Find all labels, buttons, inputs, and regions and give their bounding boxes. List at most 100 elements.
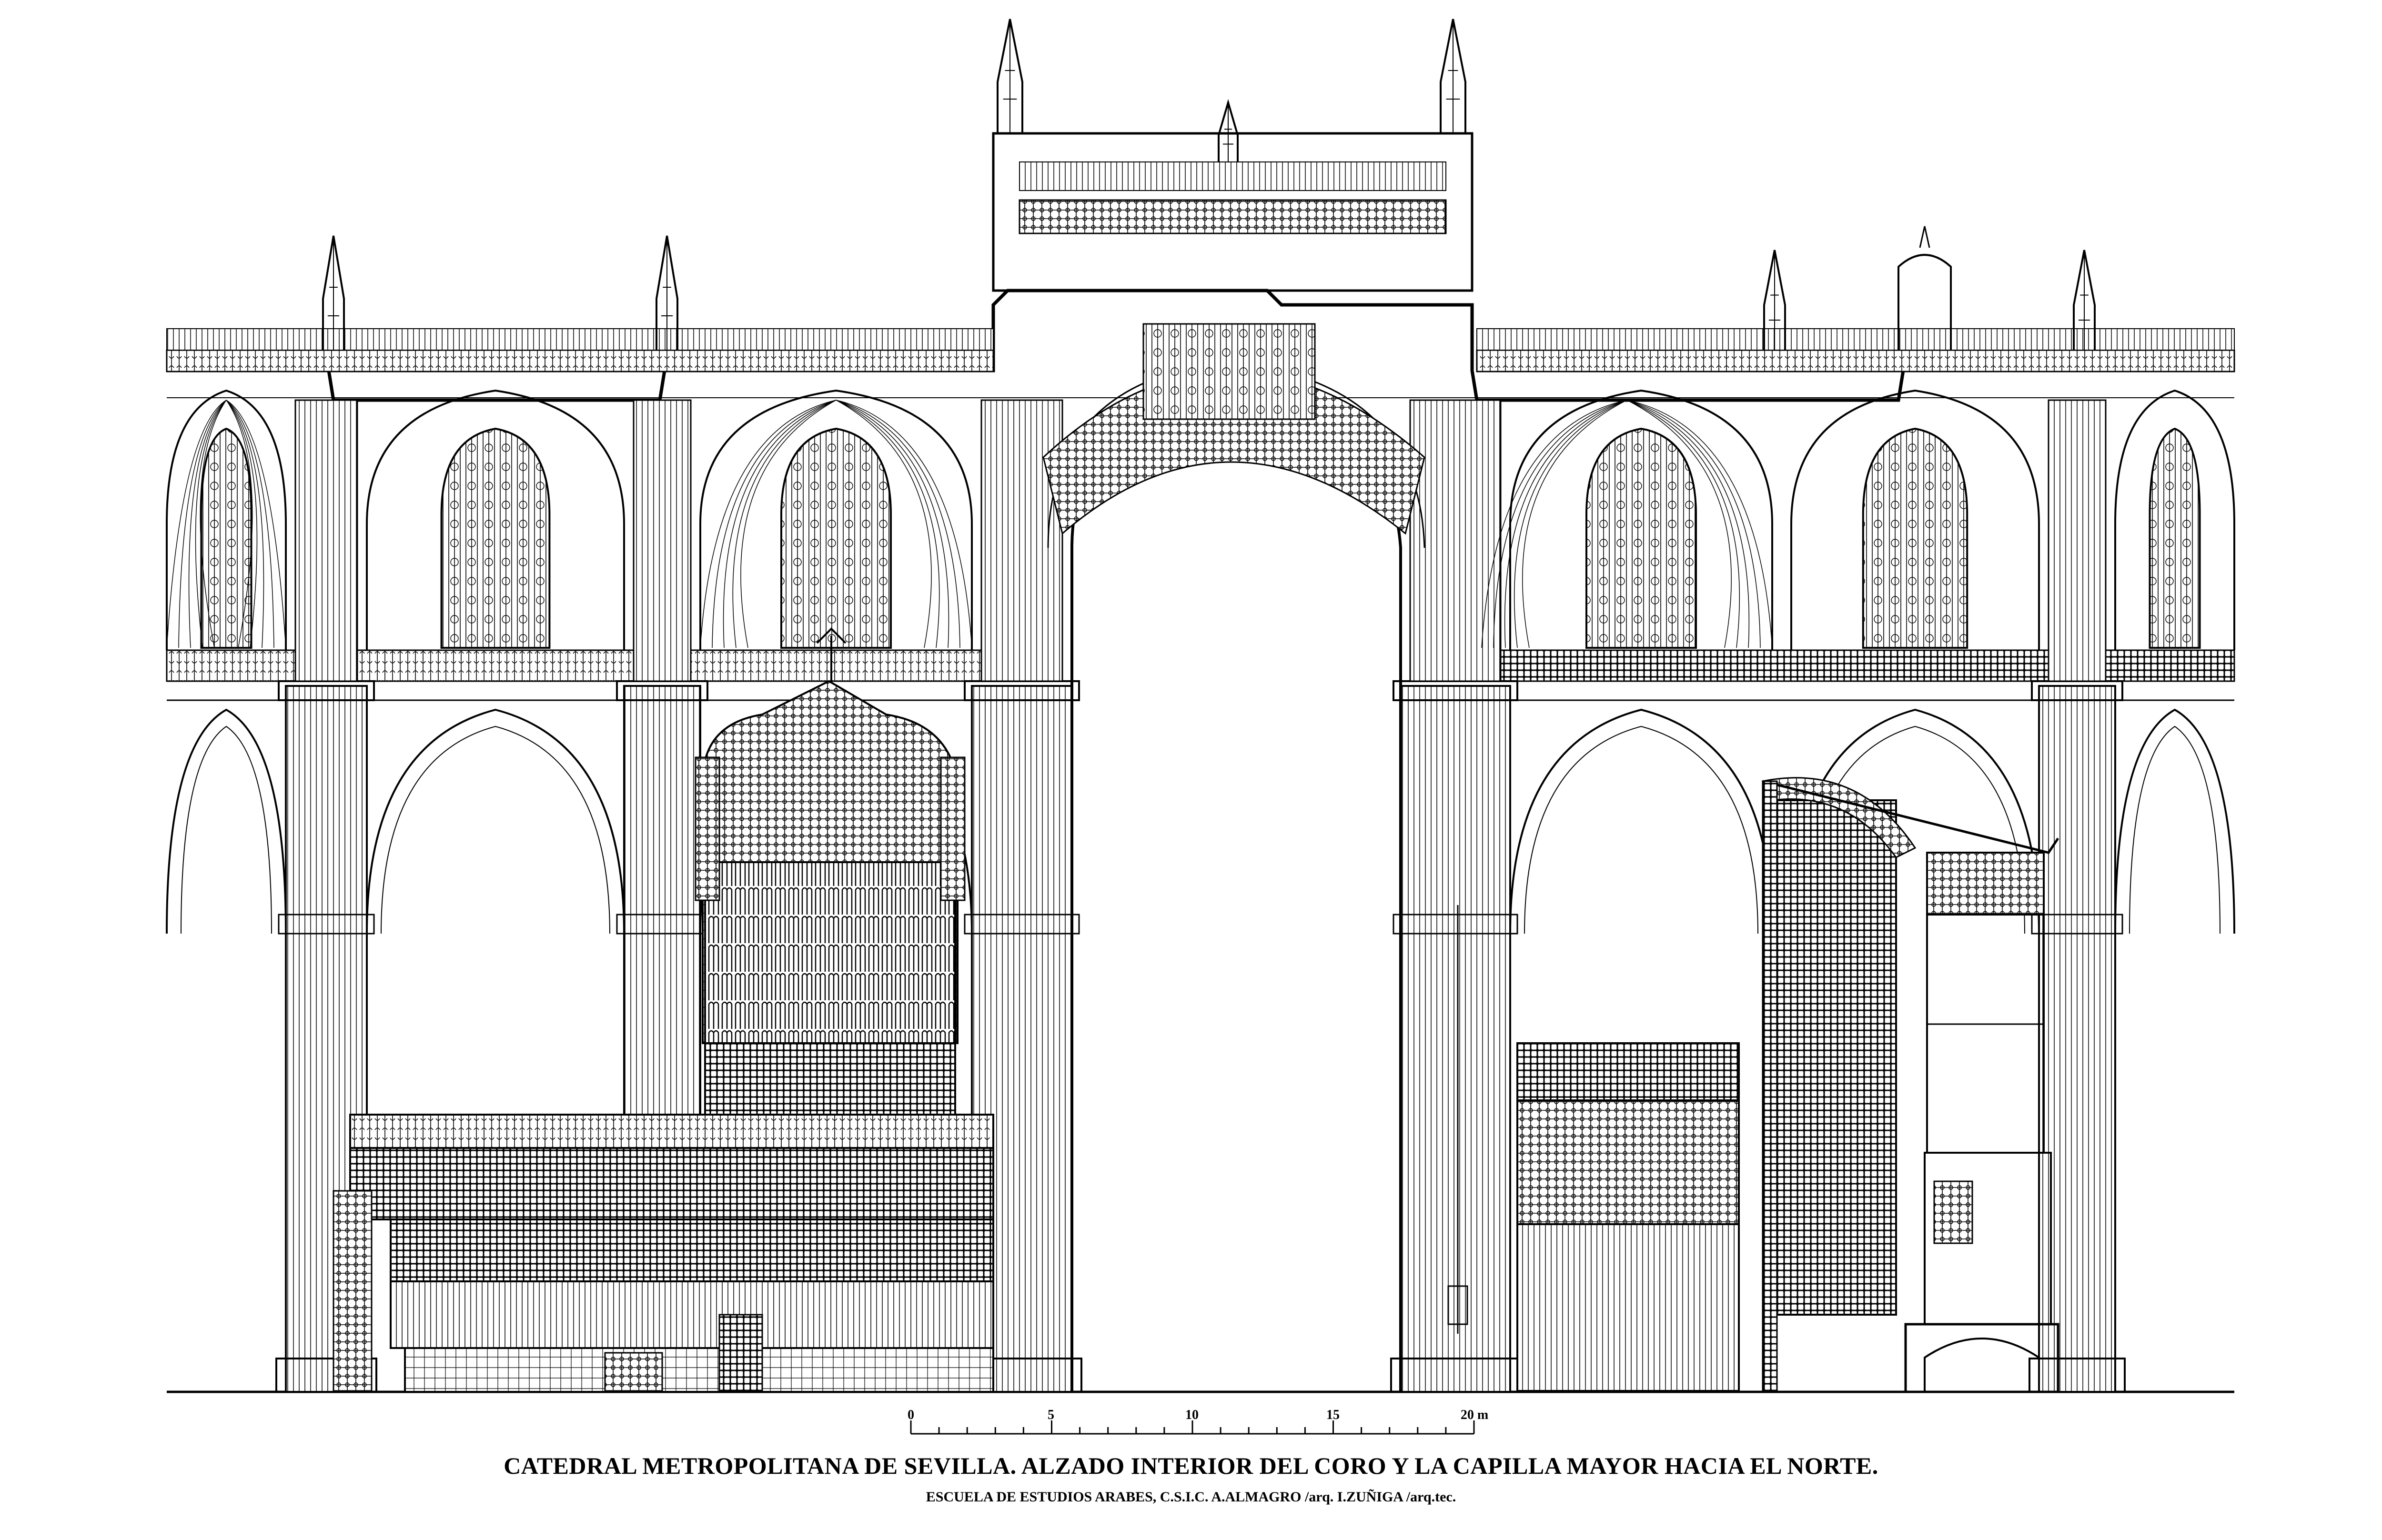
vault-rib-1-2 <box>188 400 227 648</box>
pier-1-base <box>275 1358 377 1393</box>
arcade-arch-2 <box>366 708 625 934</box>
clerestory-window-3 <box>780 427 892 649</box>
pier-2-upper-shaft <box>633 399 692 682</box>
vault-rib-2-4 <box>1522 400 1627 648</box>
roof-parapet-right <box>1476 349 2235 372</box>
pinnacle-lantern-center-detail <box>1223 102 1233 162</box>
retablo-sacristy-frieze <box>1926 852 2045 916</box>
pinnacle-2-detail <box>661 236 673 350</box>
pier-4 <box>1400 685 1511 1393</box>
central-lantern-cresting <box>1019 161 1446 191</box>
vault-rib-1-3-r <box>226 400 258 648</box>
retablo-crypt-arch <box>1924 1338 2040 1392</box>
choir-lectern-side <box>333 1190 373 1392</box>
pier-1-mid-capital <box>278 914 375 935</box>
vault-rib-2-0 <box>1481 400 1627 648</box>
clerestory-arch-6 <box>2114 389 2235 650</box>
central-lantern-block <box>992 132 1474 292</box>
vault-rib-2-1-r <box>1626 400 1761 648</box>
vault-rib-0-3 <box>732 400 837 648</box>
vault-rib-1-1-r <box>226 400 274 648</box>
reja-bars <box>1516 1223 1740 1392</box>
pier-5-upper-shaft <box>2048 399 2107 682</box>
pinnacle-4-detail <box>2078 250 2090 350</box>
scale-bar <box>910 1420 1475 1435</box>
roof-crenellation-right <box>1476 328 2235 351</box>
reja-upper-frieze <box>1516 1099 1740 1225</box>
clerestory-arch-4 <box>1509 389 1773 650</box>
crossing-arch <box>1070 398 1402 1392</box>
drawing-credits: ESCUELA DE ESTUDIOS ARABES, C.S.I.C. A.A… <box>926 1489 1456 1505</box>
vault-rib-0-0 <box>700 400 837 648</box>
roof-parapet-left <box>166 349 994 372</box>
pier-3-upper-shaft <box>980 399 1063 682</box>
pinnacle-1-detail <box>327 236 340 350</box>
crossing-vault-gallery <box>1142 323 1316 420</box>
choir-altar <box>604 1352 663 1392</box>
scale-label-15: 15 <box>1326 1408 1340 1422</box>
retablo-crypt <box>1904 1323 2059 1393</box>
retablo-rear-window <box>1933 1180 1973 1244</box>
pier-1-upper-shaft <box>294 399 358 682</box>
retablo-mayor-side <box>1771 799 1897 1316</box>
arcade-arch-6-inner <box>2129 725 2221 934</box>
vault-rib-1-2-r <box>226 400 264 648</box>
clerestory-arch-1 <box>166 389 287 650</box>
pinnacle-lantern-right-detail <box>1446 19 1460 133</box>
pier-4-upper-shaft <box>1409 399 1502 682</box>
choir-stalls-base <box>404 1347 994 1393</box>
choir-stalls-canopy <box>349 1147 994 1220</box>
vault-rib-2-2 <box>1504 400 1627 648</box>
vault-rib-0-3-r <box>836 400 940 648</box>
vault-rib-1-4 <box>200 400 227 648</box>
clerestory-window-4 <box>1585 427 1697 649</box>
vault-rib-1-0-r <box>226 400 286 648</box>
arcade-arch-4-inner <box>1524 725 1758 934</box>
arcade-arch-6 <box>2114 708 2235 934</box>
clerestory-arch-2 <box>366 389 625 650</box>
choir-stalls-lower-seats <box>390 1280 994 1349</box>
pinnacle-lantern-left-detail <box>1003 19 1017 133</box>
choir-stalls-upper-seats <box>390 1218 994 1282</box>
central-lantern-frieze <box>1019 199 1447 234</box>
clerestory-window-5 <box>1862 427 1968 649</box>
choir-lectern <box>718 1314 763 1392</box>
vault-rib-2-3-r <box>1626 400 1740 648</box>
vault-rib-0-2 <box>723 400 837 648</box>
vault-rib-0-4 <box>740 400 837 648</box>
vault-rib-2-2-r <box>1626 400 1750 648</box>
triforium-balustrade-left <box>166 649 992 682</box>
hanging-lamp <box>1447 1285 1468 1325</box>
pier-4-mid-capital <box>1393 914 1518 935</box>
retablo-sacristy-wall <box>1926 914 2045 1154</box>
arcade-arch-1 <box>166 708 287 934</box>
reja-cresting <box>1516 1042 1740 1101</box>
vault-rib-1-1 <box>178 400 227 648</box>
vault-rib-1-3 <box>195 400 227 648</box>
retablo-canopy <box>1761 777 1917 858</box>
clerestory-arch-5 <box>1790 389 2040 650</box>
cathedral-structure <box>166 19 2235 1393</box>
vault-rib-0-1-r <box>836 400 960 648</box>
scale-label-10: 10 <box>1185 1408 1199 1422</box>
vault-rib-2-0-r <box>1626 400 1773 648</box>
vault-rib-1-4-r <box>226 400 253 648</box>
retablo-roof-beam <box>1762 780 2059 854</box>
clerestory-window-2 <box>440 427 551 649</box>
arcade-arch-2-inner <box>381 725 610 934</box>
vault-rib-0-4-r <box>836 400 932 648</box>
vault-rib-2-3 <box>1514 400 1627 648</box>
vault-rib-1-0 <box>166 400 227 648</box>
scale-label-5: 5 <box>1048 1408 1054 1422</box>
drawing-title: CATEDRAL METROPOLITANA DE SEVILLA. ALZAD… <box>504 1452 1878 1479</box>
organ-angel-statue <box>816 627 847 681</box>
retablo-section-wall <box>1762 780 1778 1392</box>
vault-rib-0-1 <box>712 400 837 648</box>
triforium-balustrade-right <box>1481 649 2235 682</box>
clerestory-arch-3 <box>699 389 973 650</box>
roof-lantern-small <box>1898 254 1952 350</box>
scale-label-20: 20 m <box>1460 1408 1489 1422</box>
vault-rib-0-2-r <box>836 400 949 648</box>
pinnacle-3-detail <box>1768 250 1781 350</box>
